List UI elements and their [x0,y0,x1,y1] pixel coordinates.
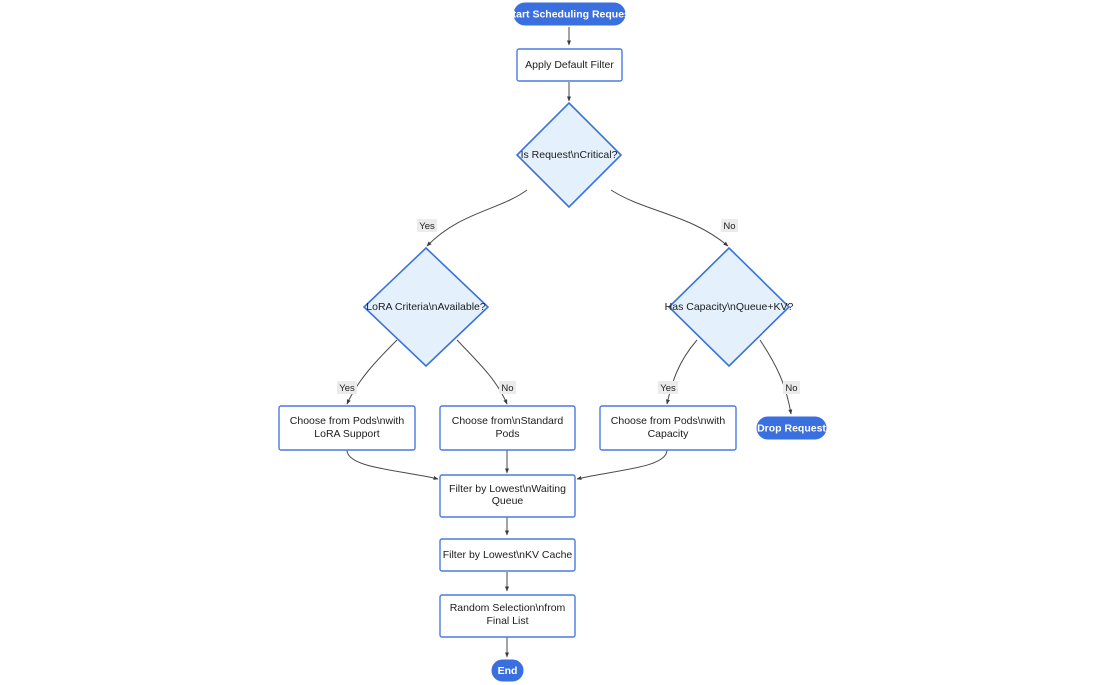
node-choose-lora-pods-label-line2: LoRA Support [314,428,379,440]
edge-label-capacity-no-text: No [785,383,797,394]
node-random-selection-shape[interactable] [439,594,576,638]
node-is-request-critical-shape[interactable] [515,101,623,209]
node-is-request-critical-label: Is Request\nCritical? [521,149,618,161]
node-filter-kv-cache[interactable]: Filter by Lowest\nKV Cache [439,538,576,572]
node-choose-lora-pods-shape[interactable] [278,405,416,451]
node-choose-lora-pods-label-line1: Choose from Pods\nwith [290,415,405,427]
node-has-capacity-shape[interactable] [667,246,791,368]
edge-is-critical-yes-to-lora [426,189,528,247]
node-random-selection[interactable]: Random Selection\nfrom Final List [439,594,576,638]
edge-lora-yes-to-choose-lora-pods [346,339,398,405]
node-apply-default-filter-label: Apply Default Filter [525,59,614,71]
edge-label-critical-yes: Yes [417,219,437,232]
node-filter-waiting-queue-label-line2: Queue [492,495,524,507]
node-apply-default-filter-shape[interactable] [516,48,623,82]
edge-label-lora-no: No [499,381,516,394]
node-drop-request-label: Drop Request [757,422,826,434]
edge-capacity-yes-to-choose-capacity-pods [666,339,698,405]
node-random-selection-label-line1: Random Selection\nfrom [450,602,566,614]
node-choose-capacity-pods-shape[interactable] [599,405,737,451]
edge-choose-lora-pods-to-filter-waiting [346,449,439,480]
node-choose-standard-pods-label-line1: Choose from\nStandard [452,415,564,427]
node-lora-criteria-available-label: LoRA Criteria\nAvailable? [366,301,486,313]
edge-label-lora-no-text: No [501,383,513,394]
node-choose-standard-pods-label-line2: Pods [496,428,520,440]
node-is-request-critical[interactable]: Is Request\nCritical? [515,101,623,209]
node-filter-kv-cache-label: Filter by Lowest\nKV Cache [443,549,573,561]
node-drop-request[interactable]: Drop Request [756,416,827,440]
node-filter-waiting-queue-label-line1: Filter by Lowest\nWaiting [449,483,566,495]
node-end[interactable]: End [491,659,524,682]
node-choose-capacity-pods-label-line2: Capacity [648,428,690,440]
edge-label-capacity-yes: Yes [658,381,678,394]
node-end-label: End [498,665,518,677]
edge-label-capacity-yes-text: Yes [660,383,676,394]
node-choose-capacity-pods[interactable]: Choose from Pods\nwith Capacity [599,405,737,451]
node-choose-standard-pods[interactable]: Choose from\nStandard Pods [439,405,576,451]
node-has-capacity[interactable]: Has Capacity\nQueue+KV? [665,246,794,368]
node-drop-request-shape[interactable] [756,416,827,440]
node-end-shape[interactable] [491,659,524,682]
node-filter-waiting-queue-shape[interactable] [439,474,576,518]
edge-is-critical-no-to-capacity [610,189,729,247]
edge-label-layer: Yes No Yes No Yes No [337,219,800,394]
node-lora-criteria-available-shape[interactable] [362,246,490,368]
edge-layer [346,27,793,658]
node-choose-standard-pods-shape[interactable] [439,405,576,451]
edge-label-capacity-no: No [783,381,800,394]
edge-label-lora-yes-text: Yes [339,383,355,394]
node-start[interactable]: Start Scheduling Request [506,2,634,26]
edge-label-critical-no-text: No [723,221,735,232]
edge-label-critical-yes-text: Yes [419,221,435,232]
node-start-shape[interactable] [513,2,626,26]
edge-lora-no-to-choose-standard-pods [456,339,508,405]
node-layer: Start Scheduling Request Apply Default F… [278,2,827,682]
node-lora-criteria-available[interactable]: LoRA Criteria\nAvailable? [362,246,490,368]
node-apply-default-filter[interactable]: Apply Default Filter [516,48,623,82]
edge-choose-capacity-pods-to-filter-waiting [576,449,668,480]
node-filter-kv-cache-shape[interactable] [439,538,576,572]
node-choose-lora-pods[interactable]: Choose from Pods\nwith LoRA Support [278,405,416,451]
node-choose-capacity-pods-label-line1: Choose from Pods\nwith [611,415,726,427]
node-random-selection-label-line2: Final List [486,615,528,627]
node-has-capacity-label: Has Capacity\nQueue+KV? [665,301,794,313]
edge-capacity-no-to-drop-request [759,339,793,415]
edge-label-critical-no: No [721,219,738,232]
edge-label-lora-yes: Yes [337,381,357,394]
node-start-label: Start Scheduling Request [506,8,634,20]
node-filter-waiting-queue[interactable]: Filter by Lowest\nWaiting Queue [439,474,576,518]
